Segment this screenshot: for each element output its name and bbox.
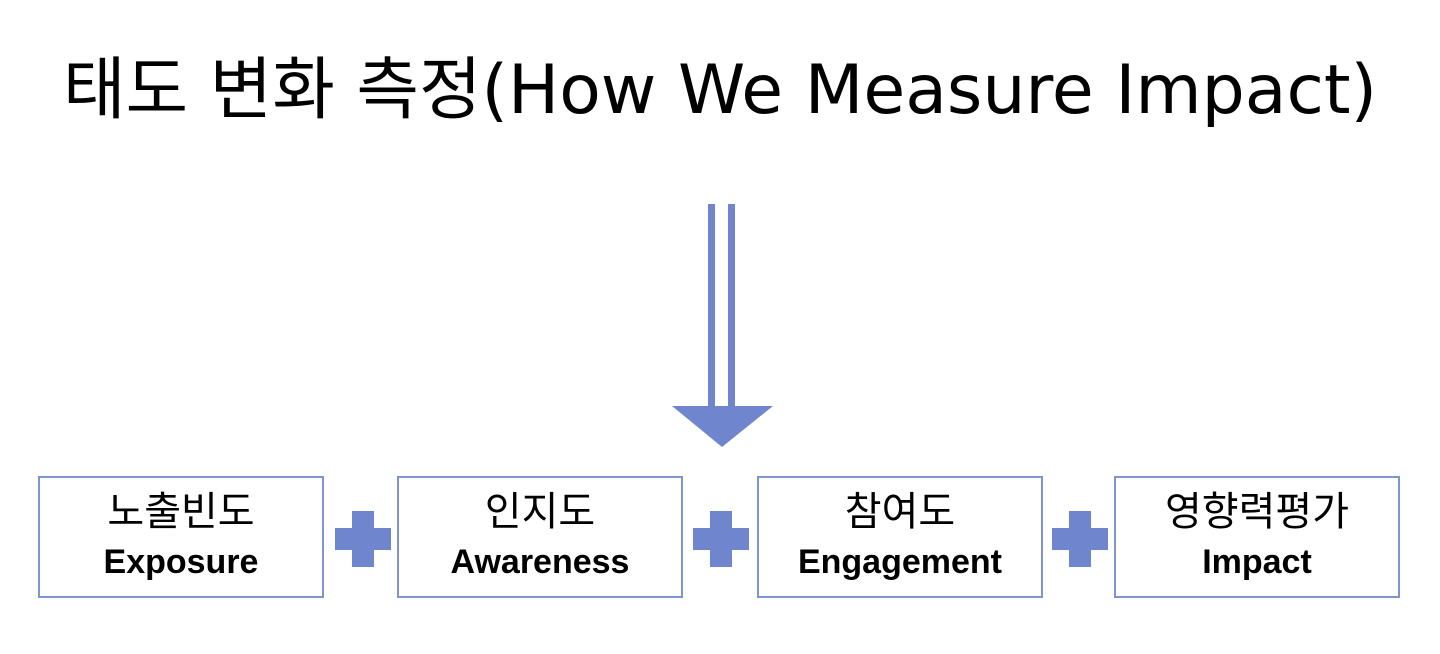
stage-box-exposure: 노출빈도 Exposure [38,476,324,598]
stage-label-ko: 참여도 [844,489,956,535]
stage-box-engagement: 참여도 Engagement [757,476,1043,598]
stage-label-en: Impact [1202,543,1312,581]
stage-box-impact: 영향력평가 Impact [1114,476,1400,598]
stage-label-ko: 인지도 [484,489,596,535]
down-arrow-icon [672,204,773,447]
page-title: 태도 변화 측정(How We Measure Impact) [62,51,1378,130]
stage-label-en: Awareness [450,543,630,581]
plus-icon [693,511,749,567]
plus-icon [1052,511,1108,567]
stage-label-en: Exposure [103,543,259,581]
stage-label-ko: 영향력평가 [1165,489,1349,535]
stage-box-awareness: 인지도 Awareness [397,476,683,598]
stage-label-en: Engagement [797,543,1003,581]
stage-label-ko: 노출빈도 [107,489,255,535]
plus-icon [335,511,391,567]
